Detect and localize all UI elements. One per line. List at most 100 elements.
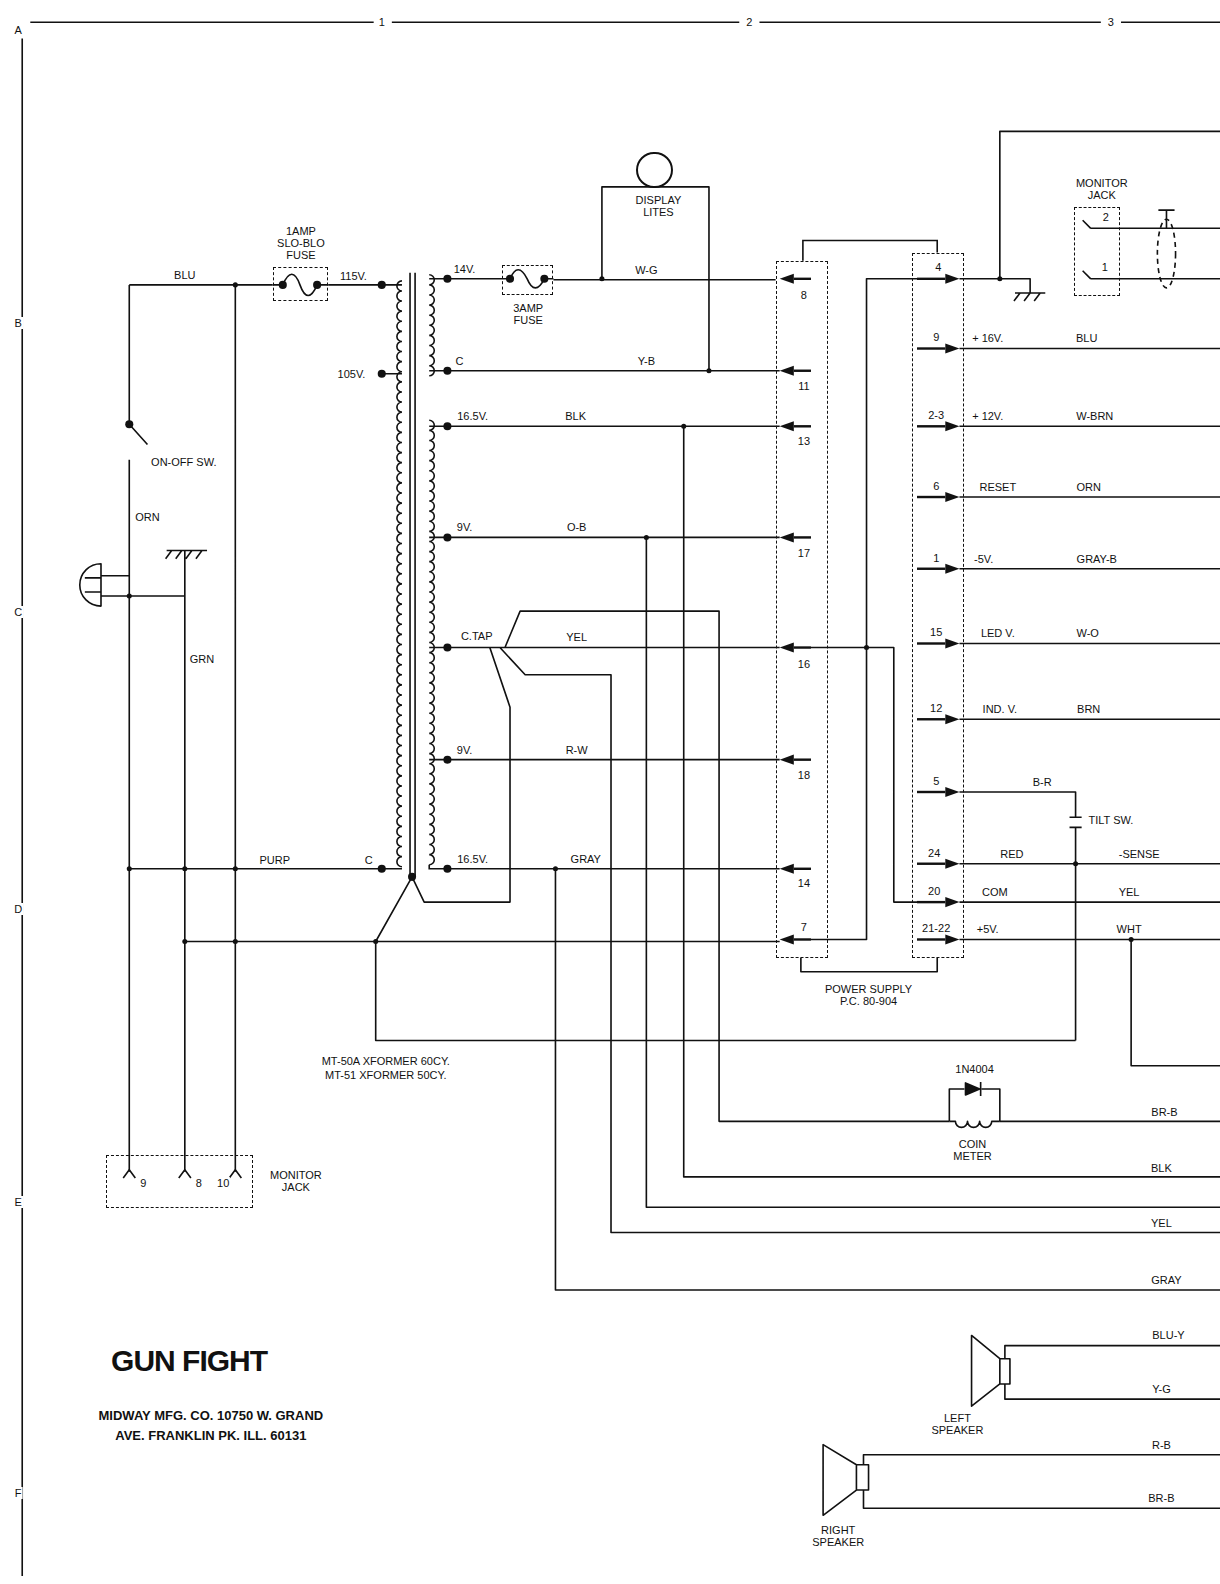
pin-number: 17 <box>797 547 811 559</box>
component-name: 3AMP FUSE <box>505 302 551 326</box>
pin-tail <box>917 901 945 903</box>
wire-label: W-G <box>634 264 658 276</box>
terminal-dot <box>540 275 548 283</box>
connector-pin <box>917 934 959 944</box>
pin-tail <box>917 718 945 720</box>
pin-tail <box>794 758 811 760</box>
terminal-dot <box>443 756 451 764</box>
wire-label: ORN <box>134 511 160 523</box>
monitor-jack: MONITOR JACK9810 <box>106 1155 253 1209</box>
junction-dot <box>233 939 238 944</box>
wire-connector <box>553 279 775 281</box>
wire-label: + 16V. <box>971 332 1004 344</box>
grid-reference: 1 <box>378 16 386 28</box>
pin-number: 16 <box>797 658 811 670</box>
terminal-dot <box>279 281 287 289</box>
wire-label: RED <box>999 848 1024 860</box>
junction-dot <box>864 645 869 650</box>
pin-tail <box>794 536 811 538</box>
component-name: DISPLAY LITES <box>629 194 687 218</box>
wire-label: C.TAP <box>460 630 494 642</box>
terminal-dot <box>443 644 451 652</box>
wire-label: O-B <box>566 521 588 533</box>
terminal-dot <box>378 865 386 873</box>
pin-arrow <box>780 755 794 765</box>
pin-tail <box>917 425 945 427</box>
wire-label: MT-50A XFORMER 60CY. <box>321 1055 451 1067</box>
secondary-wiring <box>447 187 1220 1290</box>
wire-label: C <box>455 355 465 367</box>
grid-reference: 3 <box>1107 16 1115 28</box>
junction-dot <box>1129 937 1134 942</box>
grid-reference: A <box>14 24 23 36</box>
pin-arrow <box>945 421 959 431</box>
lamp-anchor <box>651 167 657 173</box>
connector-pin <box>917 714 959 724</box>
terminal-dot <box>125 420 133 428</box>
terminal-dot <box>408 873 416 881</box>
pin-arrow <box>780 642 794 652</box>
pin-tail <box>917 278 945 280</box>
component-name: 1AMP SLO-BLO FUSE <box>271 225 331 261</box>
pin-number: 6 <box>932 480 940 492</box>
wire-label: 1N4004 <box>954 1063 995 1075</box>
pin-arrow <box>945 787 959 797</box>
pin-tail <box>917 496 945 498</box>
connector-pin <box>780 642 811 652</box>
wire-label: BRN <box>1076 703 1101 715</box>
coin-meter-symbol <box>949 1082 999 1127</box>
terminal-dot <box>443 422 451 430</box>
grid-reference: B <box>14 317 23 329</box>
connector-pin <box>780 366 811 376</box>
fuse-box: 1AMP SLO-BLO FUSE <box>273 267 329 301</box>
drawing-title: GUN FIGHT <box>111 1344 267 1378</box>
grid-reference: E <box>14 1196 23 1208</box>
junction-dot <box>681 424 686 429</box>
wire-label: BR-B <box>1150 1106 1178 1118</box>
wire-label: COIN METER <box>947 1138 999 1162</box>
wire-label: GRAY-B <box>1076 553 1118 565</box>
terminal-dot <box>378 370 386 378</box>
pin-arrow <box>945 274 959 284</box>
pin-arrow <box>780 532 794 542</box>
pin-number: 2-3 <box>927 409 945 421</box>
wire-label: YEL <box>565 631 588 643</box>
display-lamp: DISPLAY LITES <box>636 152 672 188</box>
wire-label: RESET <box>978 481 1017 493</box>
primary-wiring <box>80 285 1076 1172</box>
pin-number: 15 <box>929 626 943 638</box>
wire-label: BLK <box>564 410 587 422</box>
speaker-symbol <box>823 1445 1220 1516</box>
pin-arrow <box>945 714 959 724</box>
diode-symbol <box>965 1083 979 1095</box>
terminal-dot <box>506 275 514 283</box>
pin-arrow <box>945 897 959 907</box>
pin-arrow <box>945 492 959 502</box>
wire-label: -5V. <box>973 553 994 565</box>
wire-label: 9V. <box>456 744 474 756</box>
wire-label: + 12V. <box>971 410 1004 422</box>
junction-dot <box>127 593 132 598</box>
pin-tail <box>917 938 945 940</box>
connector-pin <box>780 421 811 431</box>
junction-dot <box>553 866 558 871</box>
pin-number: 12 <box>929 702 943 714</box>
monitor-jack: MONITOR JACK21 <box>1074 207 1120 296</box>
manufacturer-block: MIDWAY MFG. CO. 10750 W. GRAND AVE. FRAN… <box>86 1406 336 1446</box>
transformer-winding <box>397 281 402 867</box>
wire-label: 105V. <box>337 368 367 380</box>
pin-number: 18 <box>797 769 811 781</box>
wire-label: WHT <box>1116 923 1143 935</box>
wire-label: RIGHT SPEAKER <box>802 1524 874 1548</box>
pin-number: 11 <box>797 380 810 392</box>
connector-pin <box>917 492 959 502</box>
wire-label: ORN <box>1075 481 1101 493</box>
pin-tail <box>794 370 811 372</box>
pin-number: 1 <box>1101 261 1109 273</box>
pin-number: 8 <box>195 1177 203 1189</box>
connector-pin <box>917 421 959 431</box>
speaker-symbol <box>972 1335 1220 1406</box>
pin-number: 14 <box>797 877 811 889</box>
pin-number: 8 <box>800 289 808 301</box>
wire-label: GRAY <box>570 853 602 865</box>
